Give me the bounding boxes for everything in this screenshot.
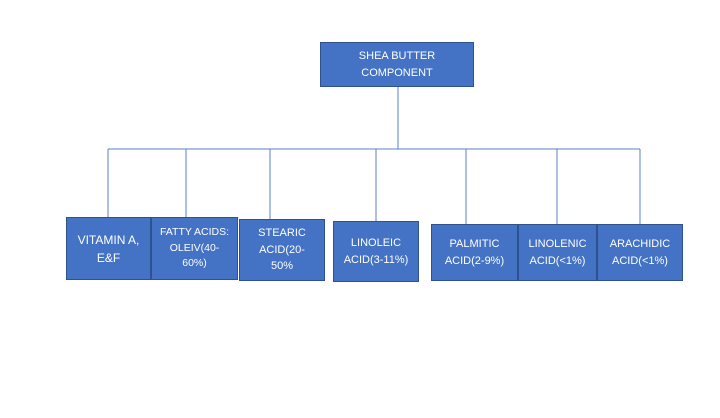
child-node-linolenic-acid: LINOLENIC ACID(<1%) xyxy=(518,224,597,281)
child-node-palmitic-acid: PALMITIC ACID(2-9%) xyxy=(431,224,518,281)
child-node-arachidic-acid: ARACHIDIC ACID(<1%) xyxy=(597,224,683,281)
child-node-linoleic-acid: LINOLEIC ACID(3-11%) xyxy=(333,221,419,282)
child-node-stearic-acid: STEARIC ACID(20- 50% xyxy=(239,219,325,281)
root-node-shea-butter-component: SHEA BUTTER COMPONENT xyxy=(320,42,474,87)
child-node-fatty-acids: FATTY ACIDS: OLEIV(40- 60%) xyxy=(151,217,238,280)
child-node-vitamin: VITAMIN A, E&F xyxy=(66,217,151,280)
